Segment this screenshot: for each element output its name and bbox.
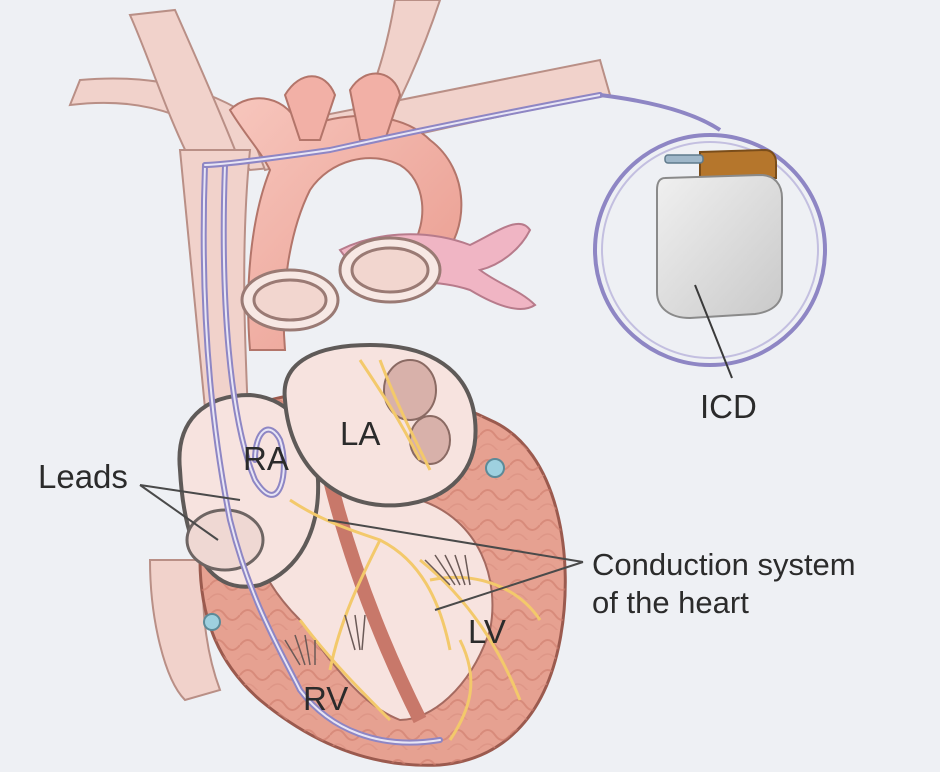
label-left-ventricle: LV bbox=[468, 613, 506, 650]
papillary-muscles bbox=[284, 554, 471, 666]
label-pointers bbox=[139, 484, 584, 611]
icd-header bbox=[699, 148, 777, 179]
conduction-system bbox=[289, 359, 542, 741]
label-leads: Leads bbox=[38, 458, 128, 495]
heart-valves bbox=[240, 236, 442, 332]
label-icd: ICD bbox=[700, 388, 757, 425]
label-left-atrium: LA bbox=[340, 415, 380, 452]
icd-body bbox=[656, 173, 783, 320]
pacing-leads bbox=[200, 92, 603, 746]
label-right-atrium: RA bbox=[243, 440, 289, 477]
icd-device bbox=[593, 93, 827, 379]
label-conduction-line2: of the heart bbox=[592, 585, 749, 620]
label-conduction-line1: Conduction system bbox=[592, 547, 856, 582]
aorta bbox=[228, 72, 463, 351]
label-right-ventricle: RV bbox=[303, 680, 348, 717]
